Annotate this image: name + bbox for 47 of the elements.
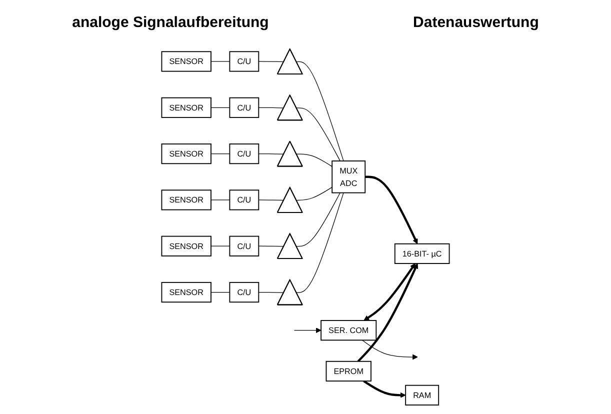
block-box: C/U <box>229 97 260 118</box>
block-box: RAM <box>405 384 440 406</box>
section-heading: analoge Signalaufbereitung <box>72 14 269 30</box>
amplifier-symbol <box>276 140 303 167</box>
block-box: 16-BIT- µC <box>394 243 450 264</box>
connector <box>296 192 344 293</box>
connector <box>258 61 284 62</box>
connector <box>258 246 284 247</box>
amplifier-symbol <box>276 187 303 213</box>
connector <box>296 108 340 162</box>
block-box: C/U <box>229 236 260 256</box>
connector <box>294 328 322 334</box>
block-box: SENSOR <box>161 97 212 118</box>
connector <box>210 61 230 62</box>
amplifier-symbol <box>276 48 303 74</box>
block-box: C/U <box>229 282 260 303</box>
block-box: EPROM <box>326 360 372 382</box>
connector <box>296 192 340 247</box>
block-box: C/U <box>229 190 260 210</box>
block-box: SENSOR <box>161 190 212 210</box>
connector <box>296 186 332 201</box>
connector <box>258 292 284 293</box>
block-box: SENSOR <box>161 282 212 303</box>
section-heading: Datenauswertung <box>413 14 539 30</box>
block-box: SER. COM <box>320 320 377 341</box>
connector <box>258 200 284 201</box>
connector <box>210 292 230 293</box>
connector <box>362 340 418 360</box>
block-box: C/U <box>229 51 260 72</box>
connector <box>210 153 230 154</box>
connector <box>363 380 406 398</box>
connector <box>258 153 284 154</box>
block-box: SENSOR <box>161 236 212 256</box>
connector <box>365 176 418 244</box>
connector <box>296 154 332 167</box>
connector <box>210 107 230 108</box>
connector <box>296 61 344 162</box>
block-box: SENSOR <box>161 143 212 164</box>
amplifier-symbol <box>276 94 303 121</box>
amplifier-symbol <box>276 279 303 306</box>
amplifier-symbol <box>276 233 303 260</box>
connector <box>364 263 416 321</box>
connector <box>357 263 418 362</box>
block-box: MUX ADC <box>332 160 366 194</box>
block-box: C/U <box>229 143 260 164</box>
block-box: SENSOR <box>161 51 212 72</box>
connector <box>258 107 284 108</box>
